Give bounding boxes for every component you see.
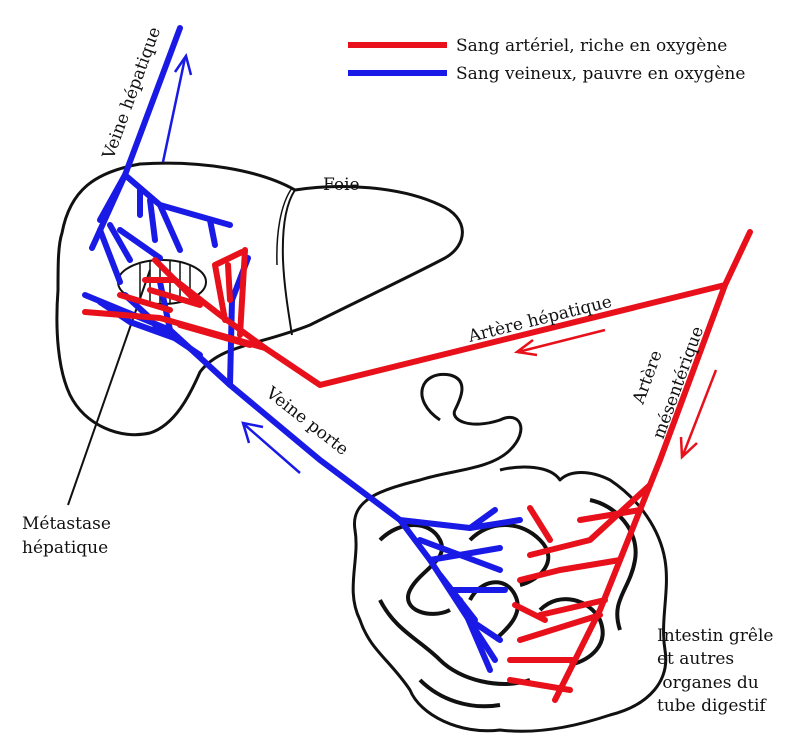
mesenteric-artery-label-line1: Artère [629, 348, 667, 408]
liver-outline [57, 163, 462, 435]
legend-arterial-label: Sang artériel, riche en oxygène [456, 36, 727, 56]
mesenteric-artery-label-line2: mésentérique [649, 324, 708, 442]
legend-venous-label: Sang veineux, pauvre en oxygène [456, 64, 745, 84]
intestine-label-line3: organes du [657, 673, 759, 693]
intestine-label-line1: Intestin grêle [657, 626, 773, 646]
arrow-hepatic-vein-up [163, 56, 191, 162]
intestine-label-line2: et autres [657, 649, 734, 669]
metastasis-label-line1: Métastase [22, 514, 111, 534]
arrow-portal-vein-up [243, 423, 300, 473]
intestine-label-line4: tube digestif [657, 696, 767, 716]
liver-label: Foie [323, 175, 360, 195]
metastasis-label-line2: hépatique [22, 538, 108, 558]
